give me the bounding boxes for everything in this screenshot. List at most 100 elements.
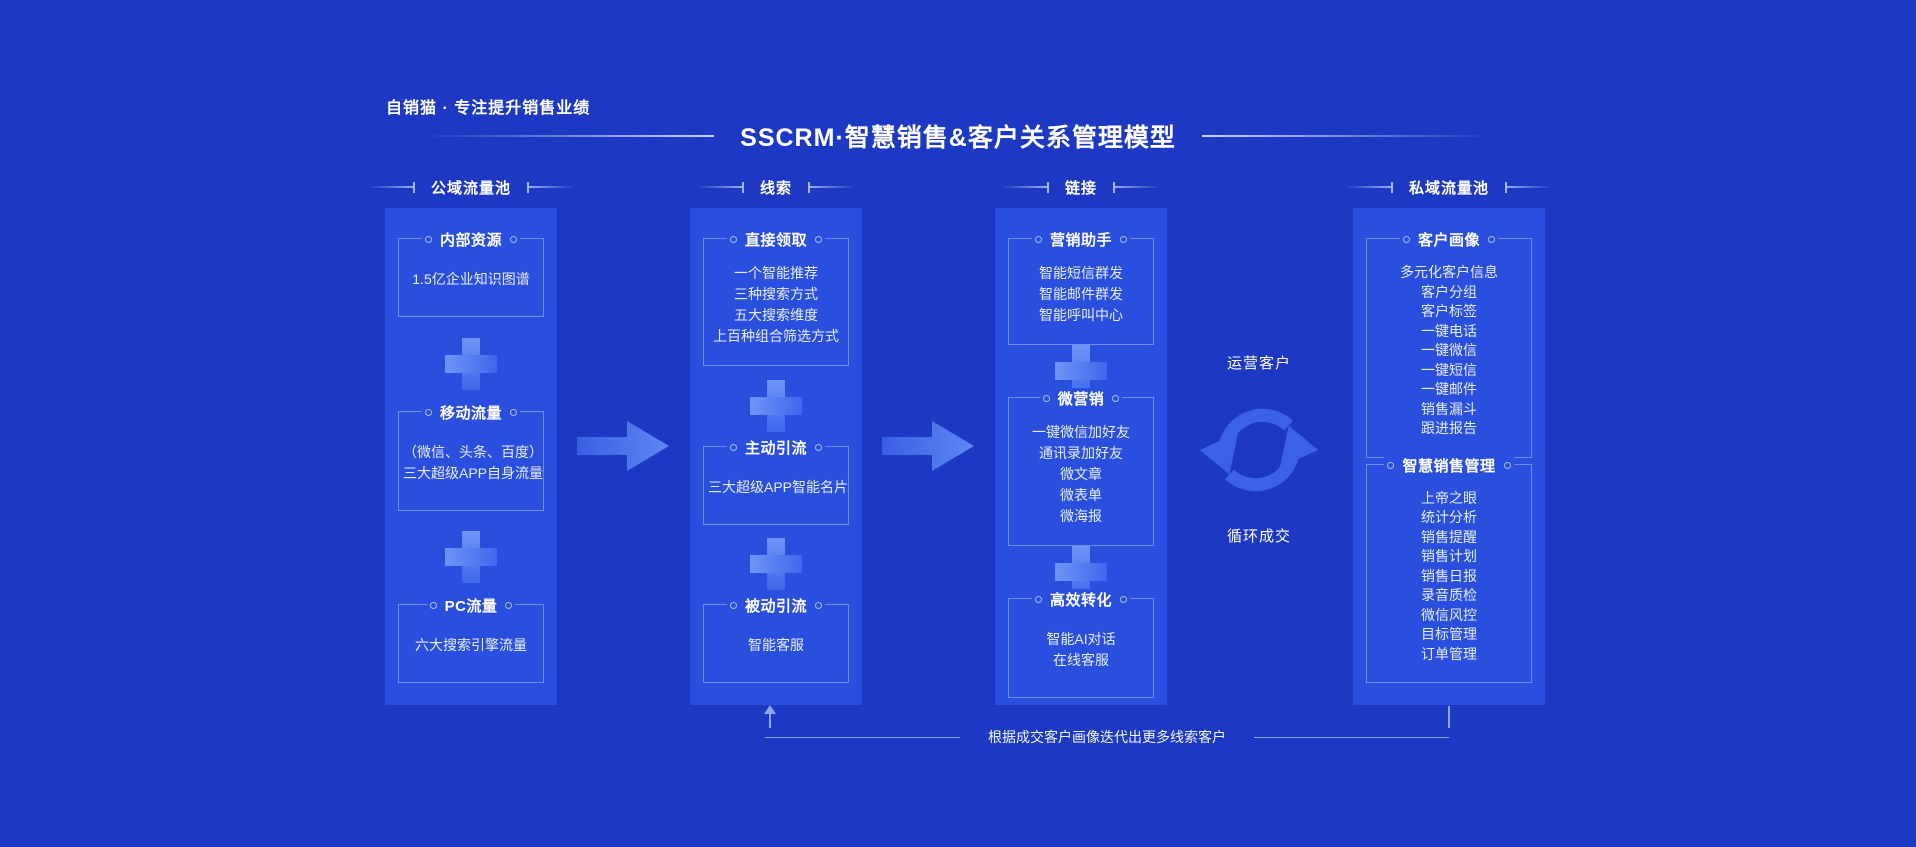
header-left-line — [1000, 186, 1047, 188]
feature-line: 一键微信 — [1421, 342, 1477, 358]
plus-horizontal-bar — [445, 548, 497, 567]
title-left-ring-icon — [729, 236, 737, 243]
feature-box-body: 上帝之眼统计分析销售提醒销售计划销售日报录音质检微信风控目标管理订单管理 — [1371, 489, 1527, 665]
feature-box-title: 客户画像 — [1367, 229, 1531, 250]
header-right-line — [529, 186, 575, 188]
feature-box: 智慧销售管理上帝之眼统计分析销售提醒销售计划销售日报录音质检微信风控目标管理订单… — [1366, 454, 1532, 683]
feature-line: 目标管理 — [1421, 626, 1477, 642]
feedback-line-right — [1254, 736, 1449, 738]
feature-box-title: 直接领取 — [704, 229, 848, 250]
feature-box-body: 多元化客户信息客户分组客户标签一键电话一键微信一键短信一键邮件销售漏斗跟进报告 — [1371, 263, 1527, 439]
feature-box-title-label: PC流量 — [444, 598, 498, 615]
title-left-ring-icon — [1034, 596, 1042, 603]
feature-line: 智能邮件群发 — [1039, 286, 1123, 302]
feature-box-title-label: 主动引流 — [744, 439, 807, 457]
header-right-line — [810, 186, 856, 188]
feature-line: 微文章 — [1060, 466, 1102, 482]
header-left-line — [1344, 186, 1391, 188]
header-right-line — [1115, 186, 1161, 188]
feature-box-body: 智能客服 — [708, 635, 844, 656]
feature-box-title-label: 内部资源 — [439, 232, 502, 249]
feature-line: 三种搜索方式 — [734, 286, 818, 302]
feedback-label: 根据成交客户画像迭代出更多线索客户 — [988, 729, 1226, 745]
brand-tagline: 自销猫 · 专注提升销售业绩 — [386, 100, 591, 117]
header-left-line — [695, 186, 742, 188]
feature-line: 通讯录加好友 — [1039, 445, 1123, 461]
plus-horizontal-bar — [1055, 563, 1107, 581]
title-left-ring-icon — [429, 602, 437, 609]
header-left-tick — [412, 181, 415, 193]
plus-horizontal-bar — [445, 354, 497, 373]
plus-icon — [750, 538, 802, 591]
feedback-line-left — [765, 736, 960, 738]
feature-box-title-inner: 营销助手 — [1031, 229, 1130, 250]
feature-box-title-inner: PC流量 — [426, 595, 516, 616]
feature-line: 上帝之眼 — [1421, 489, 1477, 506]
plus-horizontal-bar — [1055, 362, 1107, 380]
title-right-ring-icon — [1112, 395, 1120, 402]
feature-line: 微海报 — [1060, 508, 1102, 524]
feature-box: 主动引流三大超级APP智能名片 — [703, 436, 849, 525]
feature-box: 被动引流智能客服 — [703, 595, 849, 683]
title-right-ring-icon — [1120, 596, 1127, 603]
feature-box-body: 智能短信群发智能邮件群发智能呼叫中心 — [1013, 263, 1149, 326]
feature-box-title: PC流量 — [399, 595, 543, 616]
feature-box-body: 六大搜索引擎流量 — [403, 635, 539, 656]
header-right-tick — [808, 181, 810, 193]
feature-box-title-inner: 高效转化 — [1031, 589, 1130, 610]
column-panel-2: 直接领取一个智能推荐三种搜索方式五大搜索维度上百种组合筛选方式主动引流三大超级A… — [690, 208, 862, 705]
title-left-ring-icon — [1034, 236, 1042, 243]
feature-box-title-label: 被动引流 — [744, 598, 807, 615]
column-panel-3: 营销助手智能短信群发智能邮件群发智能呼叫中心微营销一键微信加好友通讯录加好友微文… — [995, 208, 1167, 705]
feature-line: 客户标签 — [1421, 303, 1477, 319]
diagram-title-row: SSCRM·智慧销售&客户关系管理模型 — [0, 118, 1916, 154]
column-panel-4: 客户画像多元化客户信息客户分组客户标签一键电话一键微信一键短信一键邮件销售漏斗跟… — [1353, 208, 1545, 705]
feature-box-body: 智能AI对话在线客服 — [1013, 629, 1149, 671]
feature-line: 智能AI对话 — [1046, 631, 1116, 647]
feature-box-title-label: 微营销 — [1057, 391, 1105, 408]
feature-box-body: （微信、头条、百度） 三大超级APP自身流量 — [403, 442, 544, 484]
plus-icon — [445, 531, 497, 584]
feature-box-title-label: 营销助手 — [1049, 232, 1112, 249]
plus-icon — [1055, 546, 1107, 598]
title-right-ring-icon — [505, 602, 513, 609]
column-panel-1: 内部资源 1.5亿企业知识图谱移动流量 （微信、头条、百度） 三大超级APP自身流量 P… — [385, 208, 557, 705]
header-left-tick — [1046, 181, 1049, 193]
feature-line: 录音质检 — [1421, 587, 1477, 603]
feedback-up-arrow-icon — [764, 705, 776, 728]
feature-line: （微信、头条、百度） — [403, 443, 543, 460]
feature-box-title-inner: 被动引流 — [726, 595, 825, 616]
feature-box: 高效转化智能AI对话在线客服 — [1008, 589, 1154, 698]
feature-box-body: 一个智能推荐三种搜索方式五大搜索维度上百种组合筛选方式 — [708, 263, 844, 347]
feature-line: 销售漏斗 — [1421, 400, 1477, 417]
feature-box-body: 一键微信加好友通讯录加好友微文章微表单微海报 — [1013, 422, 1149, 527]
feature-line: 一键微信加好友 — [1032, 424, 1130, 440]
feature-box: 移动流量 （微信、头条、百度） 三大超级APP自身流量 — [398, 401, 544, 511]
title-left-line — [422, 135, 715, 137]
column-header-3: 链接 — [915, 178, 1247, 197]
title-left-ring-icon — [1387, 461, 1395, 469]
column-header-4: 私域流量池 — [1273, 178, 1625, 197]
title-left-ring-icon — [729, 443, 737, 451]
feature-box-title-inner: 客户画像 — [1399, 229, 1498, 250]
feature-line: 在线客服 — [1053, 652, 1109, 668]
feature-line: 六大搜索引擎流量 — [415, 637, 527, 653]
title-left-ring-icon — [1042, 395, 1050, 402]
title-right-line — [1201, 135, 1494, 137]
feature-line: 统计分析 — [1421, 509, 1477, 525]
feedback-loop: 根据成交客户画像迭代出更多线索客户 — [765, 727, 1449, 747]
header-left-tick — [1390, 181, 1393, 193]
feature-line: 销售日报 — [1421, 567, 1477, 584]
column-header-2: 线索 — [610, 178, 942, 197]
feature-box-title: 高效转化 — [1009, 589, 1153, 610]
feature-line: 智能呼叫中心 — [1039, 307, 1123, 323]
feature-box-body: 1.5亿企业知识图谱 — [403, 269, 539, 290]
title-right-ring-icon — [815, 602, 822, 609]
feature-line: 三大超级APP自身流量 — [403, 464, 544, 481]
title-right-ring-icon — [1488, 236, 1495, 243]
feature-line: 1.5亿企业知识图谱 — [412, 271, 530, 287]
feature-box-title: 主动引流 — [704, 436, 848, 458]
feature-box-title-label: 高效转化 — [1049, 592, 1112, 609]
title-left-ring-icon — [424, 236, 432, 243]
feature-box-title: 移动流量 — [399, 401, 543, 423]
